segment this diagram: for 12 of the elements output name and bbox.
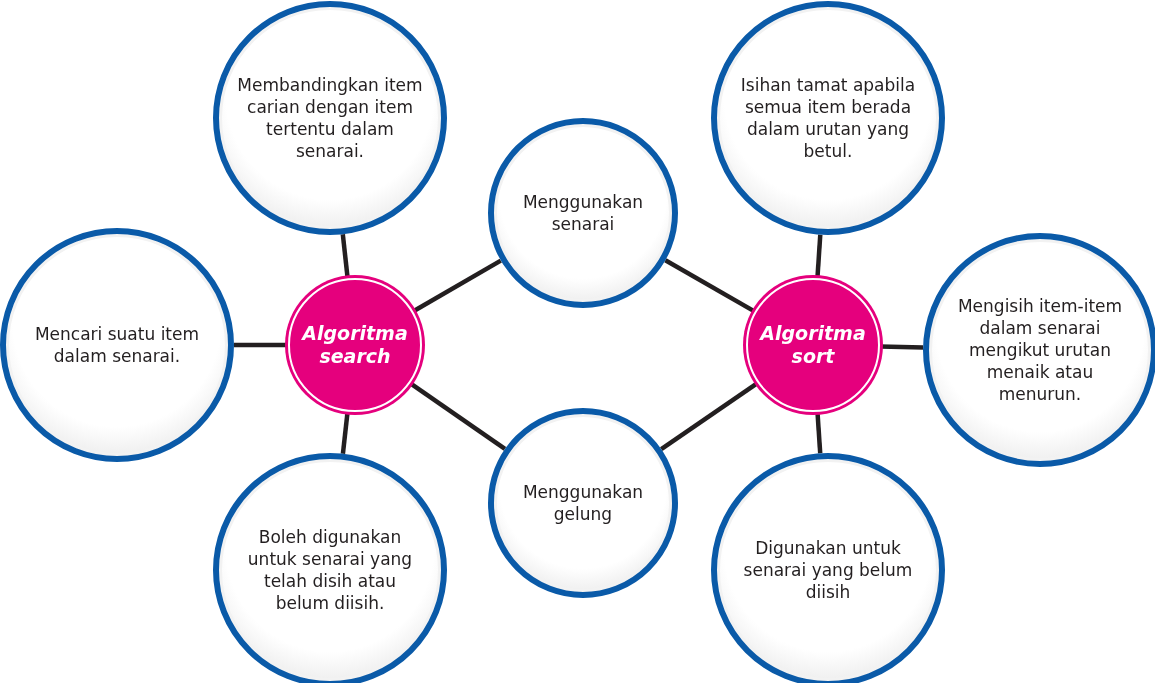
connector-line: [234, 342, 288, 348]
topic-text: Membandingkan item carian dengan item tertentu dalam senarai.: [236, 73, 424, 163]
hub-title: Algoritma sort: [758, 322, 867, 368]
topic-text: Mengisih item-item dalam senarai mengikut urutan menaik atau menurun.: [956, 294, 1124, 406]
topic-text: Mencari suatu item dalam senarai.: [33, 322, 201, 368]
hub-title: Algoritma search: [300, 322, 409, 368]
topic-text: Isihan tamat apabila semua item berada dalam urutan yang betul.: [739, 73, 917, 163]
connector-line: [664, 258, 756, 314]
topic-text: Menggunakan gelung: [521, 480, 645, 526]
topic-text: Boleh digunakan untuk senarai yang telah disih atau belum diisih.: [246, 525, 414, 615]
topic-text: Menggunakan senarai: [521, 190, 645, 236]
topic-text: Digunakan untuk senarai yang belum diisih: [742, 536, 914, 604]
